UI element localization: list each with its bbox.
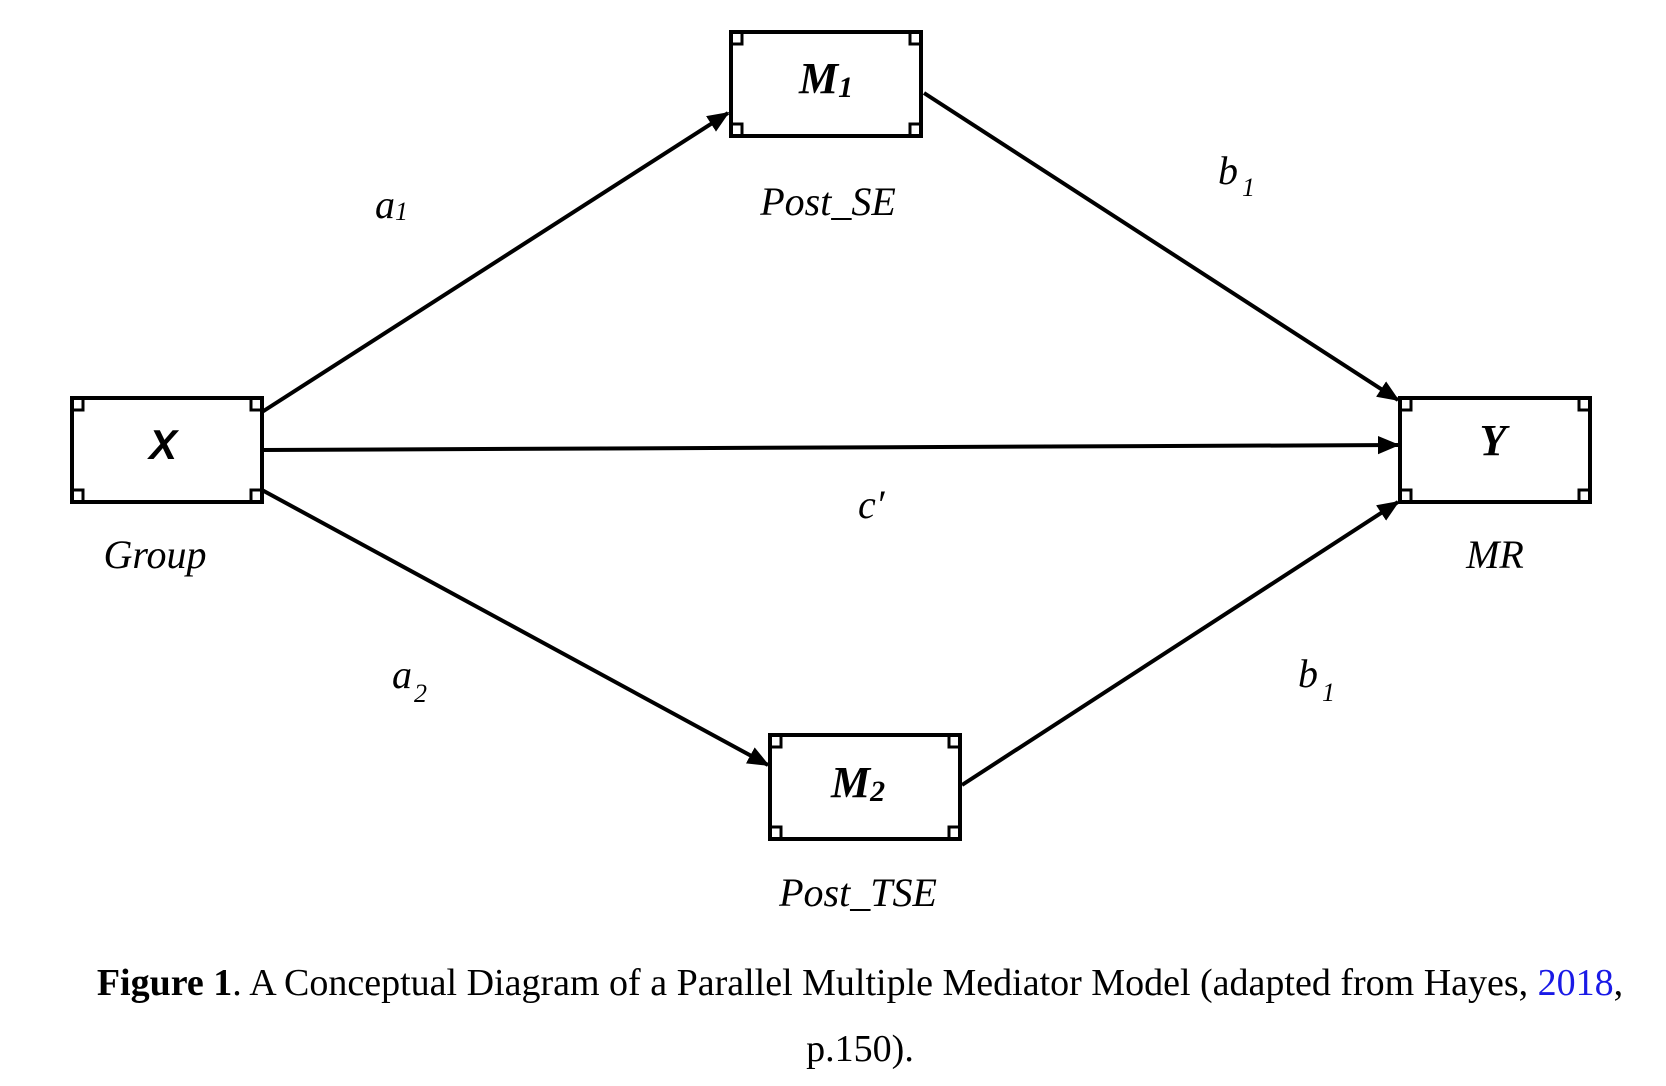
m1-letter: M bbox=[798, 54, 840, 103]
edge-x-y bbox=[261, 435, 1400, 455]
node-m2: M2 bbox=[768, 733, 962, 841]
node-m1: M1 bbox=[729, 30, 923, 138]
m1-variable-label: Post_SE bbox=[759, 179, 896, 224]
m2-subscript: 2 bbox=[869, 775, 885, 808]
m2-variable-label: Post_TSE bbox=[778, 870, 937, 915]
caption-citation-link[interactable]: 2018 bbox=[1537, 962, 1614, 1004]
m1-subscript: 1 bbox=[838, 71, 853, 104]
y-letter: Y bbox=[1480, 416, 1511, 465]
path-label-a2: a2 bbox=[392, 652, 427, 708]
edge-x-m2 bbox=[261, 488, 770, 767]
svg-text:M2: M2 bbox=[830, 758, 885, 808]
caption-label: Figure 1 bbox=[96, 962, 233, 1004]
figure-caption: Figure 1. A Conceptual Diagram of a Para… bbox=[60, 950, 1660, 1082]
mediator-diagram: M1 Post_SE M2 Post_TSE X Group Y MR a1 bbox=[70, 30, 1592, 915]
svg-text:M1: M1 bbox=[798, 54, 853, 104]
path-label-c-prime: c′ bbox=[858, 482, 886, 527]
path-label-a1: a1 bbox=[375, 182, 408, 227]
edge-x-m1 bbox=[260, 111, 730, 414]
caption-text: . A Conceptual Diagram of a Parallel Mul… bbox=[232, 962, 1538, 1004]
node-y: Y bbox=[1398, 396, 1592, 504]
edge-m1-y bbox=[922, 91, 1400, 402]
node-x: X bbox=[70, 396, 264, 504]
y-variable-label: MR bbox=[1465, 532, 1524, 577]
m2-letter: M bbox=[830, 758, 872, 807]
x-letter: X bbox=[147, 421, 180, 468]
edge-m2-y bbox=[960, 500, 1400, 787]
caption-page: , p.150). bbox=[806, 962, 1624, 1070]
x-variable-label: Group bbox=[104, 532, 207, 577]
